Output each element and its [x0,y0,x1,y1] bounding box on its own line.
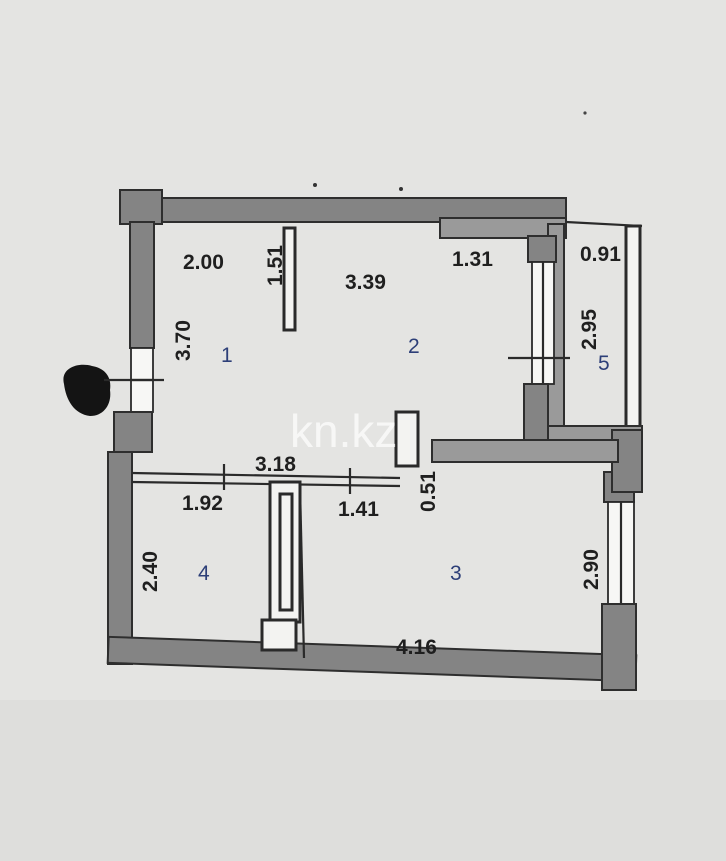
balcony-wall-outer [624,224,642,438]
dim-hall-width: 3.18 [255,453,296,476]
room-number-4: 4 [198,562,210,585]
outer-wall-left-upper [129,221,155,349]
stray-dot-3 [583,111,587,115]
dim-balcony-length: 2.95 [578,309,601,350]
dim-room2-width: 3.39 [345,271,386,294]
outer-wall-left-pier [113,411,153,453]
hall-boundary-line [131,471,401,480]
dim-room3-width: 4.16 [396,636,437,659]
balcony-door-jamb-bottom [523,383,549,443]
interior-wall-room2-room3 [431,439,619,463]
dim-doorway-width: 0.51 [417,471,440,512]
outer-wall-right-pier-lower [601,603,637,691]
room-number-2: 2 [408,335,420,358]
dim-room1-width: 2.00 [183,251,224,274]
dim-balcony-width: 0.91 [580,243,621,266]
shaft-inner [278,492,294,612]
room3-left-wall-line [298,485,306,659]
room-number-3: 3 [450,562,462,585]
shaft-base [260,618,298,652]
outer-wall-left-lower [107,451,133,665]
partition-room1-room2 [282,226,297,332]
outer-wall-top-thick [439,217,567,239]
dim-room3-height: 2.90 [580,549,603,590]
dim-room1-partition: 1.51 [264,245,287,286]
outer-wall-bottom [106,635,638,683]
room-number-1: 1 [221,344,233,367]
dim-room4-height: 2.40 [139,551,162,592]
stray-dot-1 [313,183,317,187]
door-post [394,410,420,468]
watermark-text: kn.kz [290,405,397,457]
dim-room1-height: 3.70 [172,320,195,361]
hall-boundary-line-2 [131,480,401,488]
outer-wall-corner-top-left [119,189,163,225]
dim-passage-width: 1.41 [338,498,379,521]
dim-corridor-width: 1.31 [452,248,493,271]
stray-dot-2 [399,187,403,191]
dim-room4-width: 1.92 [182,492,223,515]
paper-shadow [0,700,726,861]
room-number-5: 5 [598,352,610,375]
balcony-door-jamb-top [527,235,557,263]
ink-blot [63,364,111,416]
